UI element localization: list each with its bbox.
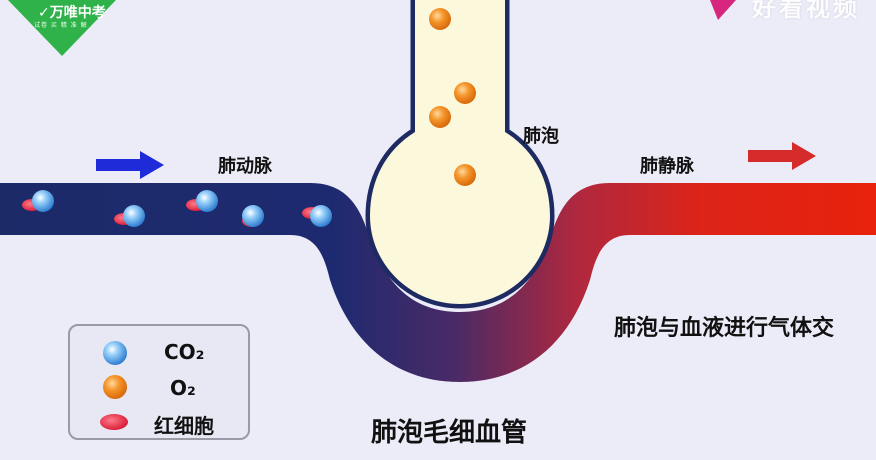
logo-badge-icon bbox=[8, 0, 116, 56]
co2-particle bbox=[123, 205, 145, 227]
logo-subtitle: 试卷 买 精 准 解 bbox=[34, 22, 88, 29]
co2-particle bbox=[32, 190, 54, 212]
oxygen-particles bbox=[429, 8, 476, 186]
legend-label-o2: O₂ bbox=[170, 376, 196, 400]
o2-particle bbox=[429, 106, 451, 128]
alveolus bbox=[365, 0, 555, 309]
label-alveolus: 肺泡 bbox=[523, 126, 559, 147]
label-capillary: 肺泡毛细血管 bbox=[371, 418, 528, 448]
co2-particle bbox=[196, 190, 218, 212]
legend-label-co2: CO₂ bbox=[164, 340, 205, 364]
legend: CO₂ O₂ 红细胞 bbox=[68, 324, 250, 440]
o2-particle bbox=[454, 82, 476, 104]
co2-particle bbox=[242, 205, 264, 227]
label-gas-exchange: 肺泡与血液进行气体交 bbox=[614, 316, 835, 341]
o2-particle-icon bbox=[103, 375, 127, 399]
arrow-right-icon bbox=[748, 142, 816, 170]
logo-text: ✓万唯中考 bbox=[38, 5, 106, 21]
watermark: 好看视频 bbox=[700, 0, 876, 24]
legend-item-o2: O₂ bbox=[70, 372, 248, 402]
red-blood-cell-icon bbox=[100, 414, 128, 430]
brand-logo: ✓万唯中考 试卷 买 精 准 解 bbox=[0, 0, 124, 58]
co2-particle-icon bbox=[103, 341, 127, 365]
label-pulmonary-artery: 肺动脉 bbox=[218, 156, 272, 177]
legend-item-co2: CO₂ bbox=[70, 336, 248, 366]
play-logo-icon bbox=[710, 0, 736, 20]
legend-label-rbc: 红细胞 bbox=[154, 414, 214, 438]
arrow-right-icon bbox=[96, 151, 164, 179]
capillary-vessel bbox=[0, 183, 876, 382]
o2-particle bbox=[454, 164, 476, 186]
co2-particle bbox=[310, 205, 332, 227]
watermark-text: 好看视频 bbox=[752, 0, 860, 22]
label-pulmonary-vein: 肺静脉 bbox=[640, 156, 694, 177]
o2-particle bbox=[429, 8, 451, 30]
blood-cells bbox=[22, 190, 332, 227]
legend-item-rbc: 红细胞 bbox=[70, 406, 248, 438]
